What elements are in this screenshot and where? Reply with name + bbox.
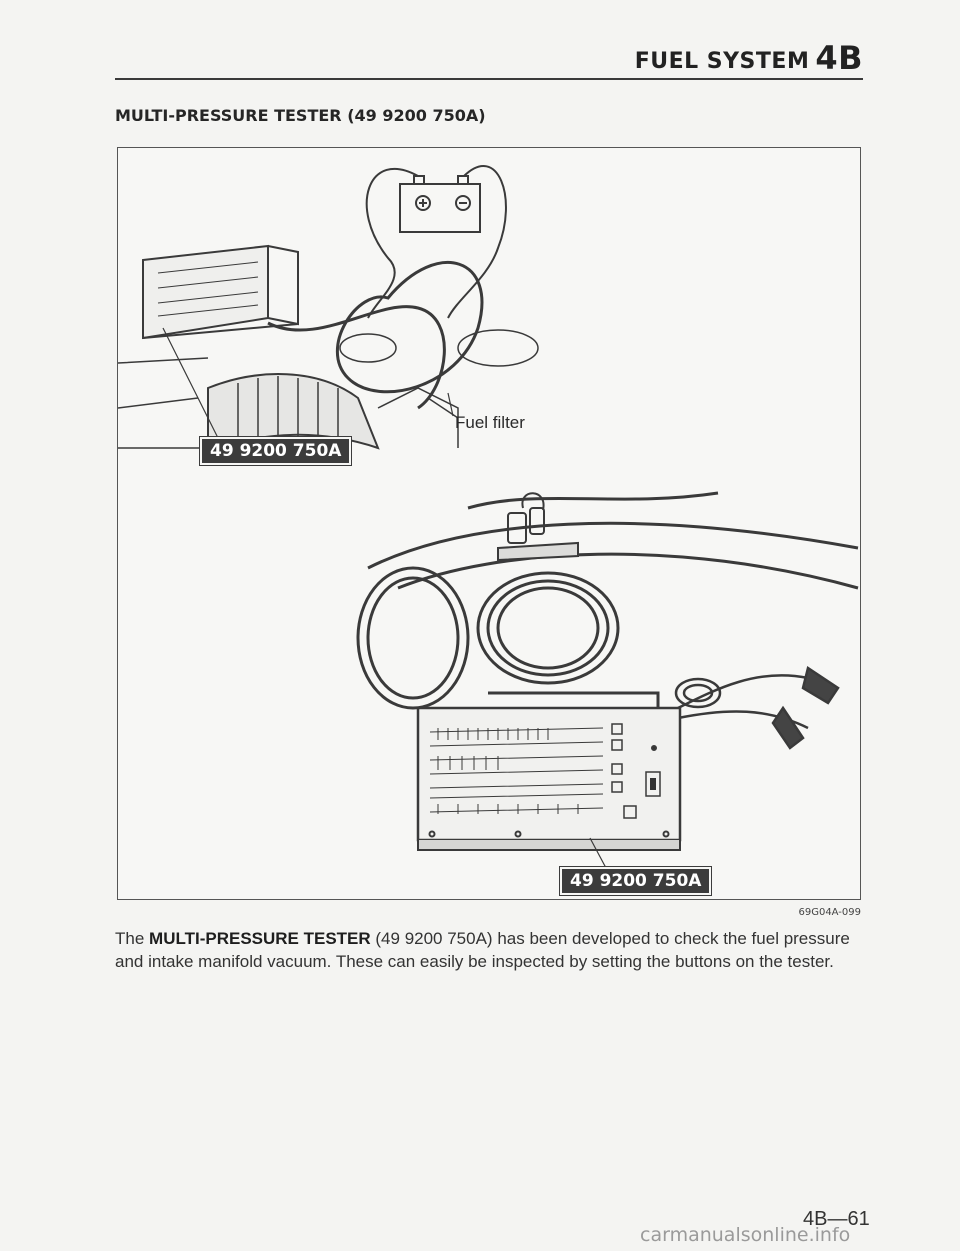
tester-illustration: [118, 165, 859, 869]
battery-drawing: [399, 183, 481, 233]
body-paragraph: The MULTI-PRESSURE TESTER (49 9200 750A)…: [115, 927, 865, 973]
section-title: MULTI-PRESSURE TESTER (49 9200 750A): [115, 106, 486, 125]
header-section-code: 4B: [815, 39, 863, 77]
top-tester-box: [142, 244, 269, 340]
body-rest: (49 9200 750A) has been developed to che…: [115, 929, 850, 971]
body-bold-term: MULTI-PRESSURE TESTER: [149, 929, 371, 948]
body-intro: The: [115, 929, 150, 948]
watermark: carmanualsonline.info: [640, 1224, 851, 1246]
figure-code: 69G04A-099: [798, 907, 861, 918]
hose-fittings: [497, 492, 579, 562]
header-section-name: FUEL SYSTEM: [634, 49, 810, 74]
figure-label-top-tool: 49 9200 750A: [198, 436, 353, 466]
figure-label-bottom-tool: 49 9200 750A: [558, 866, 713, 896]
alligator-clips: [674, 665, 840, 750]
coiled-hoses: [356, 491, 859, 710]
bottom-tester-box: [416, 691, 682, 851]
page-number: 4B—61: [803, 1208, 870, 1230]
figure-illustration: 49 9200 750A Fuel filter 49 9200 750A: [117, 147, 861, 900]
figure-label-fuel-filter: Fuel filter: [455, 413, 525, 432]
